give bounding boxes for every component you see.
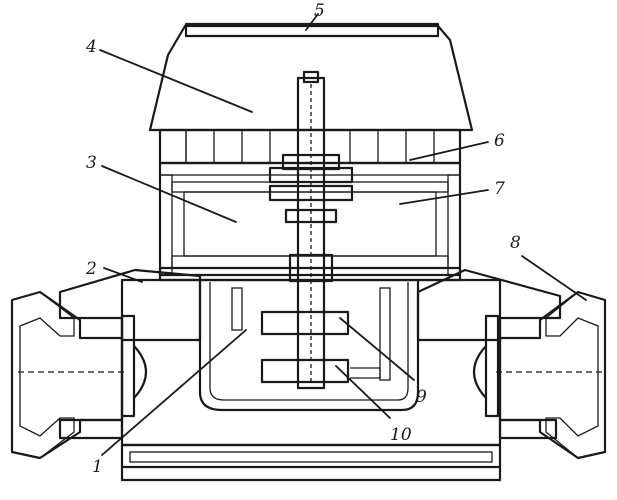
cover-rim-left bbox=[159, 129, 187, 164]
cover-rim-right bbox=[433, 129, 461, 164]
leader-lines bbox=[99, 13, 587, 456]
callout-5: 5 bbox=[314, 1, 325, 21]
gear-9 bbox=[260, 310, 350, 336]
leader-5 bbox=[305, 13, 319, 31]
callout-10: 10 bbox=[390, 425, 412, 445]
callout-6: 6 bbox=[494, 131, 505, 151]
leader-7 bbox=[399, 189, 489, 205]
top-cover bbox=[148, 22, 474, 165]
gear-10 bbox=[260, 358, 350, 384]
callout-4: 4 bbox=[85, 37, 97, 57]
leader-3 bbox=[101, 165, 237, 223]
leader-10 bbox=[335, 365, 391, 419]
callout-9: 9 bbox=[416, 387, 427, 407]
measuring-chamber bbox=[183, 191, 437, 257]
bottom-plate bbox=[129, 451, 493, 463]
callout-labels: 4 5 6 7 3 2 8 9 10 1 bbox=[85, 1, 521, 477]
callout-1: 1 bbox=[92, 457, 103, 477]
leader-6 bbox=[409, 141, 489, 161]
plate-6 bbox=[159, 162, 461, 176]
inlet-left bbox=[10, 268, 202, 460]
leader-9 bbox=[339, 317, 415, 381]
leader-8 bbox=[521, 255, 587, 301]
outlet-right bbox=[416, 268, 607, 460]
callout-8: 8 bbox=[510, 233, 521, 253]
top-cover-plate bbox=[184, 22, 440, 38]
callout-3: 3 bbox=[86, 153, 97, 173]
callout-2: 2 bbox=[85, 259, 97, 279]
leader-2 bbox=[103, 267, 143, 283]
central-shaft bbox=[268, 70, 354, 390]
leader-1 bbox=[101, 329, 247, 456]
callout-7: 7 bbox=[494, 179, 505, 199]
leader-4 bbox=[99, 49, 253, 113]
